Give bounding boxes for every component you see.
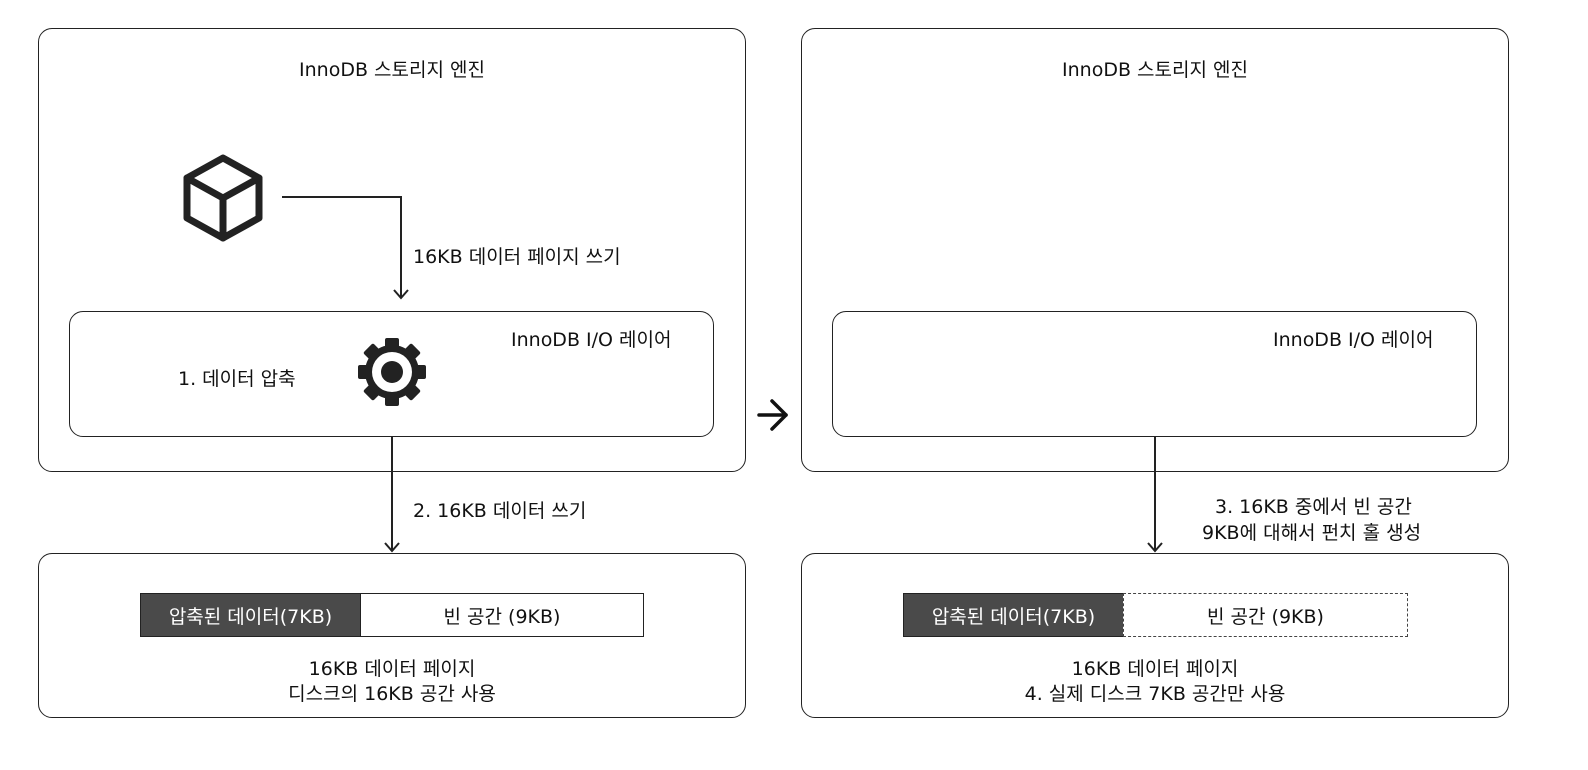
left-page-caption-line2: 디스크의 16KB 공간 사용 bbox=[288, 683, 496, 705]
punch-hole-arrow bbox=[1147, 437, 1163, 553]
compress-step-label: 1. 데이터 압축 bbox=[178, 368, 296, 390]
disk-write-label: 2. 16KB 데이터 쓰기 bbox=[413, 500, 587, 522]
right-io-layer-title: InnoDB I/O 레이어 bbox=[1273, 329, 1434, 351]
right-punched-hole-bar: 빈 공간 (9KB) bbox=[1123, 593, 1408, 637]
disk-write-arrow bbox=[384, 437, 400, 553]
cube-icon bbox=[183, 154, 263, 242]
gear-icon bbox=[358, 338, 426, 406]
right-io-layer-box bbox=[832, 311, 1477, 437]
right-engine-title: InnoDB 스토리지 엔진 bbox=[1062, 59, 1248, 81]
write-page-arrow bbox=[282, 196, 409, 300]
arrow-right-icon bbox=[757, 399, 788, 431]
left-engine-title: InnoDB 스토리지 엔진 bbox=[299, 59, 485, 81]
write-page-label: 16KB 데이터 페이지 쓰기 bbox=[413, 246, 621, 268]
left-empty-space-bar: 빈 공간 (9KB) bbox=[360, 593, 644, 637]
right-page-caption-line2: 4. 실제 디스크 7KB 공간만 사용 bbox=[1024, 683, 1286, 705]
right-compressed-data-bar: 압축된 데이터(7KB) bbox=[903, 593, 1124, 637]
punch-hole-label-line2: 9KB에 대해서 펀치 홀 생성 bbox=[1202, 522, 1422, 544]
right-page-caption-line1: 16KB 데이터 페이지 bbox=[1071, 658, 1239, 680]
left-io-layer-title: InnoDB I/O 레이어 bbox=[511, 329, 672, 351]
left-compressed-data-bar: 압축된 데이터(7KB) bbox=[140, 593, 361, 637]
left-page-caption-line1: 16KB 데이터 페이지 bbox=[308, 658, 476, 680]
punch-hole-label-line1: 3. 16KB 중에서 빈 공간 bbox=[1215, 496, 1412, 518]
